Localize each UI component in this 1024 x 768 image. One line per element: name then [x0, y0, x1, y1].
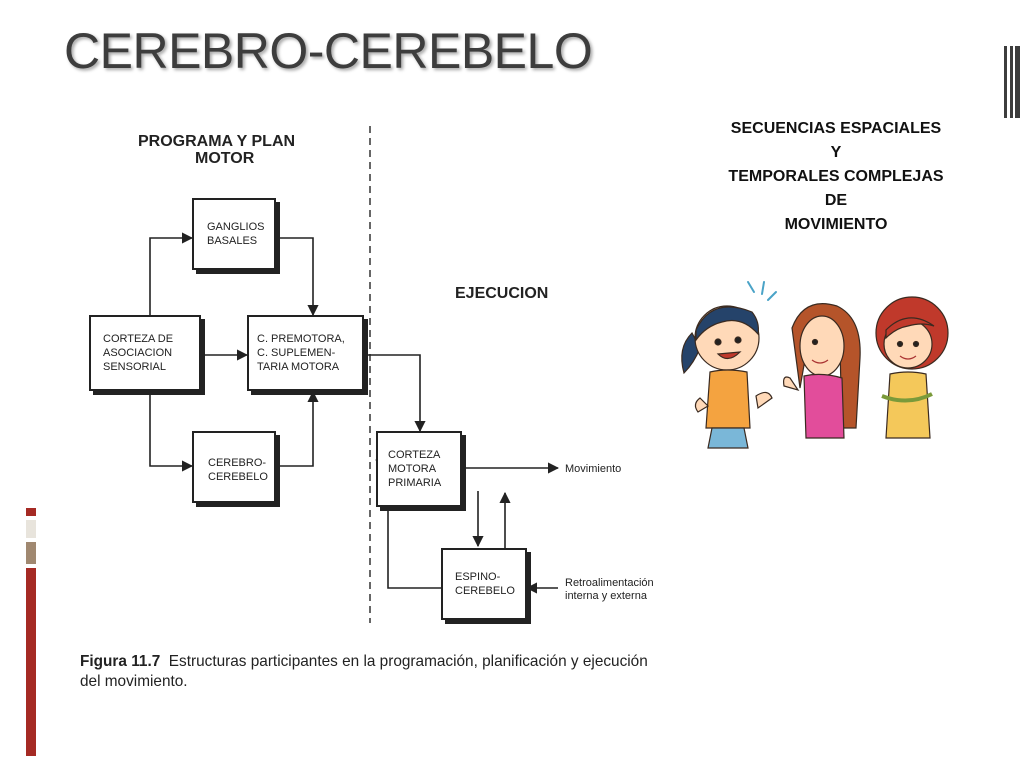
motor-diagram: PROGRAMA Y PLAN MOTOR EJECUCION [45, 118, 685, 708]
seq-line-3: TEMPORALES COMPLEJAS [728, 168, 944, 185]
label-movimiento: Movimiento [565, 463, 621, 475]
heading-program-line2: MOTOR [195, 150, 255, 167]
box-premotora-line2: C. SUPLEMEN- [257, 347, 336, 359]
seq-line-1: SECUENCIAS ESPACIALES [730, 120, 942, 137]
box-premotora [247, 315, 368, 395]
caption-figure-label: Figura 11.7 [80, 653, 161, 670]
box-asociacion-line1: CORTEZA DE [103, 333, 173, 345]
box-corteza-motora-line2: MOTORA [388, 463, 437, 475]
box-premotora-line3: TARIA MOTORA [257, 361, 340, 373]
caption-text: Estructuras participantes en la programa… [80, 653, 648, 690]
box-corteza-motora-line3: PRIMARIA [388, 477, 442, 489]
seq-line-4: DE [824, 192, 848, 209]
arrow-cerebro-cerebelo-to-premotora [275, 390, 319, 467]
seq-line-2: Y [830, 144, 842, 161]
box-asociacion-line2: ASOCIACION [103, 347, 172, 359]
box-ganglios-line1: GANGLIOS [207, 221, 264, 233]
arrow-ganglios-to-premotora [275, 237, 319, 317]
box-cerebro-line2: CEREBELO [208, 471, 268, 483]
box-cerebro-line1: CEREBRO- [208, 457, 266, 469]
box-corteza-motora-line1: CORTEZA [388, 449, 441, 461]
box-espino-line2: CEREBELO [455, 585, 515, 597]
girl-left [681, 305, 773, 449]
heading-program-line1: PROGRAMA Y PLAN [138, 133, 295, 150]
children-illustration [681, 281, 949, 449]
arrow-premotora-to-corteza-motora [363, 354, 426, 433]
girl-middle [783, 303, 861, 439]
arrow-asociacion-to-ganglios [149, 232, 194, 316]
seq-line-5: MOVIMIENTO [784, 216, 888, 233]
box-corteza-motora [376, 431, 466, 511]
label-retro-line1: Retroalimentación [565, 577, 654, 589]
box-ganglios [192, 198, 280, 274]
box-espino-line1: ESPINO- [455, 571, 501, 583]
box-premotora-line1: C. PREMOTORA, [257, 333, 345, 345]
corner-decoration [1004, 46, 1020, 118]
box-corteza-asociacion [89, 315, 205, 395]
arrow-asociacion-to-cerebro-cerebelo [149, 393, 194, 472]
box-cerebro-cerebelo [192, 431, 280, 507]
box-espino-cerebelo [441, 548, 531, 624]
box-ganglios-line2: BASALES [207, 235, 257, 247]
movement-sequence-text: SECUENCIAS ESPACIALES Y TEMPORALES COMPL… [706, 117, 966, 237]
heading-execution: EJECUCION [455, 285, 548, 302]
girl-right [875, 296, 949, 439]
slide-title: CEREBRO-CEREBELO [64, 23, 593, 79]
box-asociacion-line3: SENSORIAL [103, 361, 166, 373]
figure-caption: Figura 11.7 Estructuras participantes en… [80, 652, 656, 692]
label-retro-line2: interna y externa [565, 590, 648, 602]
